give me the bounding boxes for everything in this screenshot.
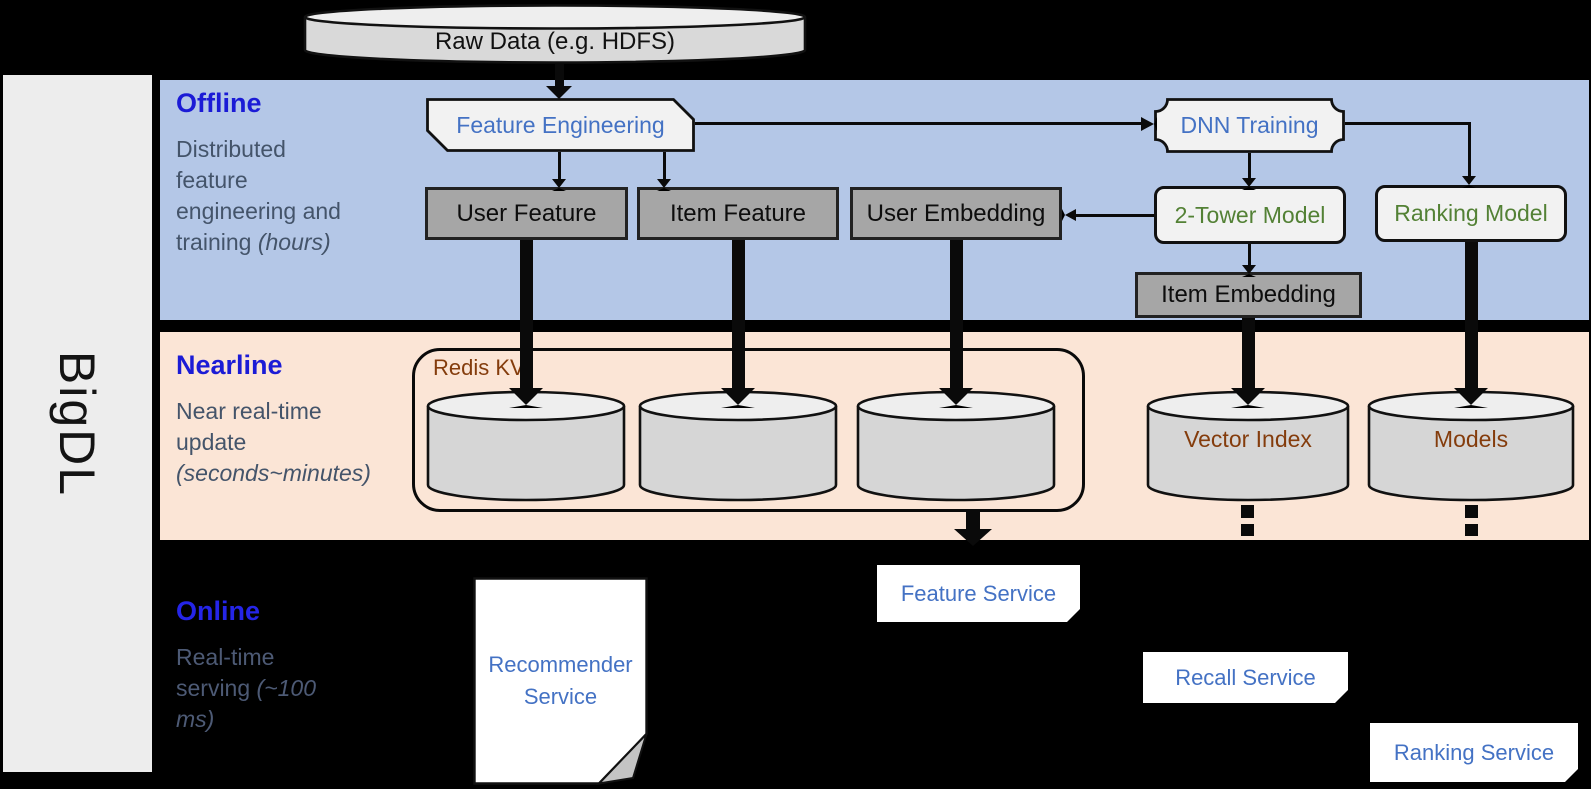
arrow-dnn-to-twotower xyxy=(1248,153,1251,178)
redis-kv-label: Redis KV xyxy=(433,355,525,380)
dashed-arrow-vectorindex xyxy=(1241,524,1254,536)
arrow-twotower-to-itemembedding xyxy=(1248,244,1251,265)
arrowhead-icon xyxy=(1062,209,1076,221)
arrow-userembedding-to-kv xyxy=(950,240,963,388)
arrowhead-icon xyxy=(1242,178,1256,190)
feature-engineering-node: Feature Engineering xyxy=(426,98,695,152)
arrowhead-icon xyxy=(1141,117,1157,131)
arrow-dnn-to-rankingmodel-h xyxy=(1345,122,1471,125)
cylinder-icon xyxy=(426,390,626,502)
arrow-fe-to-itemfeature xyxy=(663,152,666,179)
arrowhead-icon xyxy=(954,529,992,549)
dashed-arrow-vectorindex xyxy=(1241,505,1254,518)
arrow-rawdata-to-fe xyxy=(555,64,564,87)
kv-store-cylinder-1 xyxy=(426,390,626,503)
cylinder-icon xyxy=(303,4,807,64)
bigdl-brand-label: BigDL xyxy=(49,350,106,497)
ranking-model-label: Ranking Model xyxy=(1394,200,1548,226)
nearline-band-subtitle: Near real-time update (seconds~minutes) xyxy=(176,396,388,489)
item-embedding-node: Item Embedding xyxy=(1135,272,1362,318)
recommender-service-node: Recommender Service xyxy=(473,577,648,785)
user-feature-label: User Feature xyxy=(456,199,597,227)
feature-service-label: Feature Service xyxy=(900,580,1057,606)
arrowhead-icon xyxy=(1462,176,1476,188)
ranking-service-node: Ranking Service xyxy=(1370,723,1578,782)
dashed-arrow-models xyxy=(1465,505,1478,518)
recommender-service-label: Recommender Service xyxy=(488,652,633,709)
dnn-training-label: DNN Training xyxy=(1180,112,1319,138)
feature-engineering-label: Feature Engineering xyxy=(456,111,665,138)
arrow-fe-to-userfeature xyxy=(558,152,561,179)
ranking-service-label: Ranking Service xyxy=(1393,739,1555,765)
user-feature-node: User Feature xyxy=(425,187,628,240)
snip-rectangle-icon xyxy=(426,98,695,152)
offline-band-subtitle: Distributed feature engineering and trai… xyxy=(176,134,358,258)
nearline-band-title: Nearline xyxy=(176,350,283,380)
arrow-twotower-to-userembedding xyxy=(1073,214,1154,217)
arrowhead-icon xyxy=(721,388,755,408)
document-icon xyxy=(473,577,648,785)
nearline-subtitle-text: Near real-time update xyxy=(176,398,322,456)
two-tower-model-label: 2-Tower Model xyxy=(1174,201,1326,228)
offline-subtitle-italic: (hours) xyxy=(257,229,331,256)
raw-data-label: Raw Data (e.g. HDFS) xyxy=(434,28,676,55)
online-band-subtitle: Real-time serving (~100 ms) xyxy=(176,642,334,735)
arrowhead-icon xyxy=(657,179,671,191)
cylinder-icon xyxy=(638,390,838,502)
arrow-dnn-to-rankingmodel-v xyxy=(1468,122,1471,176)
arrow-itemfeature-to-kv xyxy=(732,240,745,388)
arrowhead-icon xyxy=(1454,388,1488,408)
online-subtitle-text: Real-time serving xyxy=(176,644,275,702)
nearline-subtitle-italic: (seconds~minutes) xyxy=(176,460,371,487)
dashed-arrow-models xyxy=(1465,524,1478,536)
arrowhead-icon xyxy=(1242,265,1256,277)
feature-service-node: Feature Service xyxy=(877,565,1080,622)
ranking-model-node: Ranking Model xyxy=(1375,185,1567,242)
redis-kv-group: Redis KV xyxy=(412,348,1085,512)
offline-subtitle-text: Distributed feature engineering and trai… xyxy=(176,136,341,256)
arrow-userfeature-to-kv xyxy=(520,240,533,388)
arrow-fe-to-dnn xyxy=(695,122,1141,125)
raw-data-store: Raw Data (e.g. HDFS) xyxy=(302,3,808,67)
two-tower-model-node: 2-Tower Model xyxy=(1154,186,1346,244)
arrow-rankingmodel-to-models xyxy=(1465,242,1478,388)
arrowhead-icon xyxy=(939,388,973,408)
models-label: Models xyxy=(1433,426,1509,452)
arrowhead-icon xyxy=(1231,388,1265,408)
arrowhead-icon xyxy=(509,388,543,408)
arrowhead-icon xyxy=(552,179,566,191)
arrow-redis-to-featureservice xyxy=(966,512,980,529)
recall-service-label: Recall Service xyxy=(1175,664,1316,690)
plaque-icon xyxy=(1154,98,1345,153)
user-embedding-node: User Embedding xyxy=(850,187,1062,240)
bigdl-brand-bar: BigDL xyxy=(3,75,152,772)
recall-service-node: Recall Service xyxy=(1143,652,1348,703)
vector-index-label: Vector Index xyxy=(1184,426,1312,452)
dnn-training-node: DNN Training xyxy=(1154,98,1345,153)
kv-store-cylinder-2 xyxy=(638,390,838,503)
offline-band-title: Offline xyxy=(176,88,262,118)
online-subtitle-italic: (~100 ms) xyxy=(176,675,317,733)
user-embedding-label: User Embedding xyxy=(866,199,1046,227)
item-feature-label: Item Feature xyxy=(669,199,807,227)
arrow-itemembedding-to-vectorindex xyxy=(1242,318,1255,388)
online-band-title: Online xyxy=(176,596,261,626)
item-feature-node: Item Feature xyxy=(637,187,839,240)
item-embedding-label: Item Embedding xyxy=(1161,281,1336,308)
